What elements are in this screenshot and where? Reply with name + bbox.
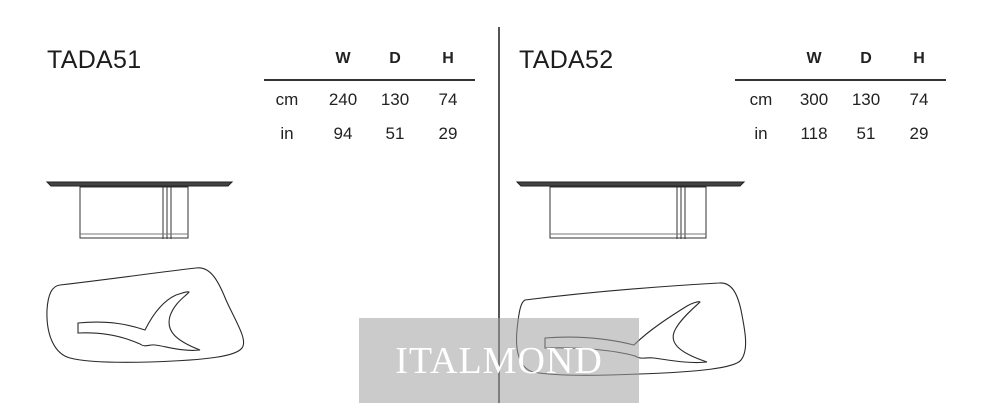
header-height: H — [913, 50, 925, 67]
table-rule — [735, 79, 946, 81]
watermark-text: ITALMOND — [395, 339, 603, 382]
cell-d-in: 51 — [856, 124, 876, 143]
cell-h-cm: 74 — [438, 90, 458, 109]
cell-w-cm: 300 — [799, 90, 829, 109]
product-panel-tada51: TADA51 W D H cm 240 130 74 in 94 51 29 — [0, 0, 499, 403]
watermark-overlay: ITALMOND — [359, 318, 639, 403]
panel-divider — [498, 27, 500, 403]
unit-in: in — [754, 124, 768, 143]
header-width: W — [806, 50, 822, 67]
cell-h-cm: 74 — [909, 90, 929, 109]
cell-w-cm: 240 — [328, 90, 358, 109]
unit-cm: cm — [749, 90, 773, 109]
product-panel-tada52: TADA52 W D H cm 300 130 74 in 118 51 29 — [499, 0, 998, 403]
table-side-elevation — [515, 181, 746, 239]
cell-h-in: 29 — [438, 124, 458, 143]
unit-cm: cm — [275, 90, 299, 109]
cell-d-cm: 130 — [851, 90, 881, 109]
cell-d-in: 51 — [385, 124, 405, 143]
header-depth: D — [860, 50, 872, 67]
header-width: W — [335, 50, 351, 67]
header-height: H — [442, 50, 454, 67]
header-depth: D — [389, 50, 401, 67]
table-rule — [264, 79, 475, 81]
cell-w-in: 118 — [800, 124, 828, 143]
model-title: TADA51 — [47, 46, 142, 74]
table-top-plan — [46, 267, 244, 363]
cell-h-in: 29 — [909, 124, 929, 143]
unit-in: in — [280, 124, 294, 143]
model-title: TADA52 — [519, 46, 614, 74]
cell-d-cm: 130 — [380, 90, 410, 109]
table-side-elevation — [45, 181, 234, 239]
cell-w-in: 94 — [333, 124, 353, 143]
